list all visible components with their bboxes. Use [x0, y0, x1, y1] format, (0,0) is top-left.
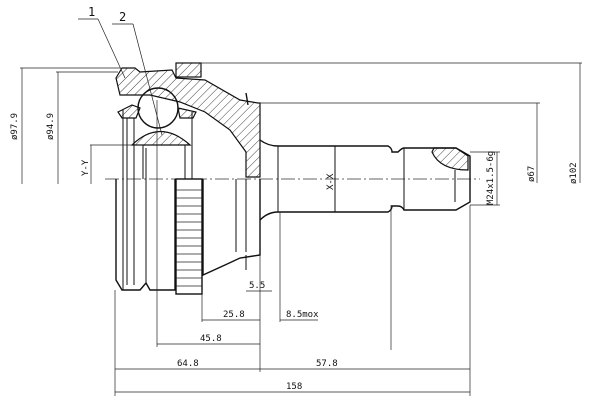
dim-shaft-length: 57.8	[316, 359, 338, 369]
dim-housing-length: 64.8	[177, 359, 199, 369]
dim-seal-offset: 8.5mox	[286, 310, 319, 320]
dim-seal-seat-diameter: ø67	[527, 166, 537, 182]
dim-outer-housing-diameter: ø97.9	[10, 113, 20, 140]
abs-tone-ring	[175, 178, 203, 295]
dim-thread: M24x1.5-6g	[486, 151, 496, 205]
axis-label-y: Y-Y	[81, 159, 91, 176]
dimension-lines	[20, 62, 582, 396]
dim-ball-center: 45.8	[200, 334, 222, 344]
dim-inner-housing-diameter: ø94.9	[46, 113, 56, 140]
callout-2: 2	[119, 10, 126, 24]
dim-ring-width: 5.5	[249, 281, 265, 291]
dim-total-length: 158	[286, 382, 302, 392]
axis-label-x: X-X	[326, 173, 336, 190]
ball-and-cage	[117, 87, 197, 179]
dim-abs-ring-diameter: ø102	[569, 162, 579, 184]
dim-ring-to-flange: 25.8	[223, 310, 245, 320]
callout-1: 1	[88, 5, 95, 19]
outer-race-housing	[115, 62, 261, 291]
stub-shaft	[259, 139, 471, 221]
